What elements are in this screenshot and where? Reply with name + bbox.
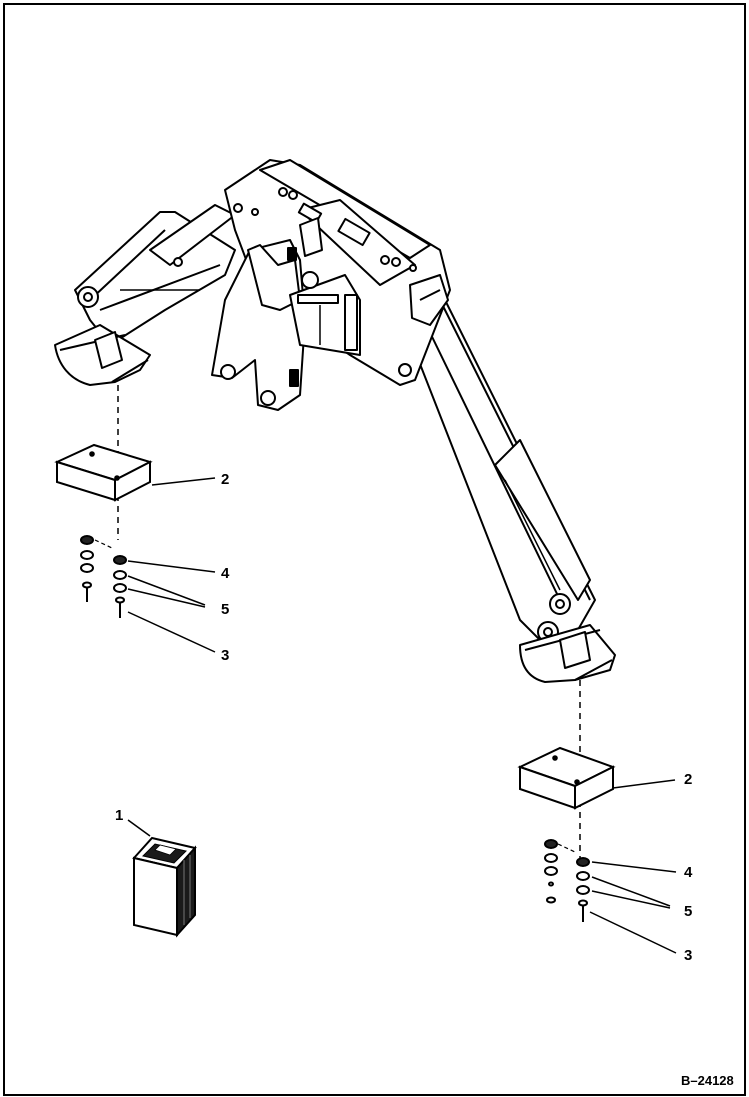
callout-left-nuts: 4 [221,565,230,582]
right-hardware-stack-b [576,857,590,922]
callout-right-bolt: 3 [684,947,692,964]
callout-right-washers: 5 [684,903,692,920]
stabilizer-assembly [54,159,616,683]
left-pad-block [54,443,153,502]
drawing-reference-number: B–24128 [681,1073,734,1088]
left-parts-group [54,385,216,653]
left-hardware-stack-b [113,555,127,618]
callout-right-nuts: 4 [684,864,693,881]
callout-left-washers: 5 [221,601,229,618]
sheet-border [3,3,746,1096]
callout-left-pad: 2 [221,471,229,488]
right-pad-block [517,746,616,810]
left-hardware-stack-a [80,535,113,602]
parts-kit-box [127,819,197,938]
right-hardware-stack-a [544,839,576,904]
callout-left-bolt: 3 [221,647,229,664]
callout-kit-box: 1 [115,807,123,824]
right-stabilizer-foot [519,624,616,683]
right-parts-group [517,680,677,954]
right-stabilizer-arm [394,289,596,643]
callout-right-pad: 2 [684,771,692,788]
callout-labels: 2 4 5 3 2 4 5 3 1 B–24128 [115,471,734,1088]
central-mounting-frame [224,159,451,386]
hitch-bracket [211,217,361,411]
left-stabilizer-foot [54,324,151,386]
